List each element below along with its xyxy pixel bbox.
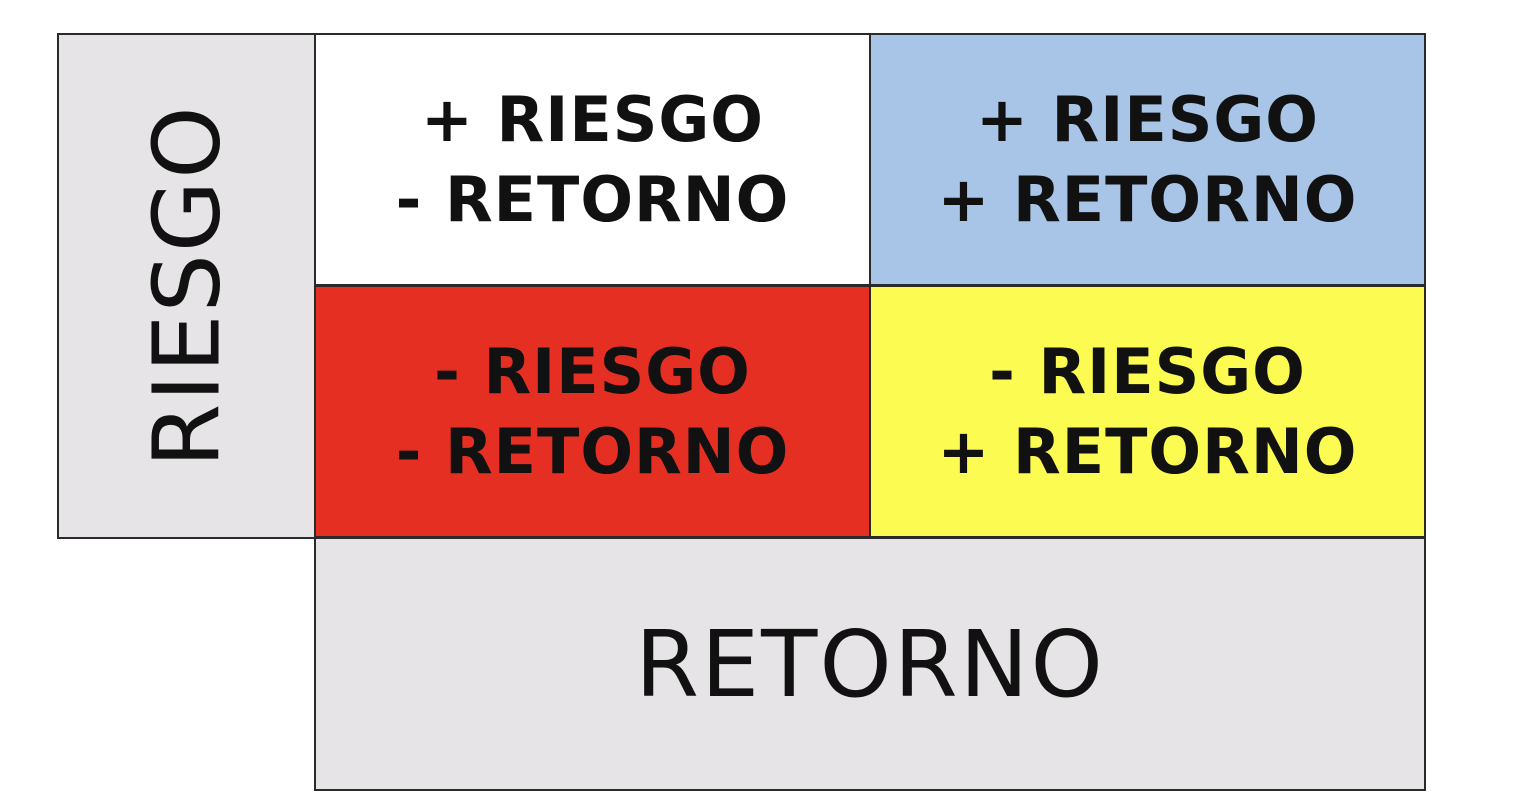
quadrant-low-risk-low-return: - RIESGO - RETORNO xyxy=(314,285,871,538)
y-axis-panel: RIESGO xyxy=(57,33,316,539)
x-axis-label: RETORNO xyxy=(635,610,1105,718)
quadrant-return-text: - RETORNO xyxy=(395,414,790,488)
quadrant-return-text: - RETORNO xyxy=(395,162,790,236)
quadrant-high-risk-high-return: + RIESGO + RETORNO xyxy=(869,33,1426,286)
quadrant-risk-text: - RIESGO xyxy=(434,334,751,408)
quadrant-risk-text: - RIESGO xyxy=(989,334,1306,408)
quadrant-risk-text: + RIESGO xyxy=(976,82,1319,156)
x-axis-panel: RETORNO xyxy=(314,537,1426,791)
quadrant-high-risk-low-return: + RIESGO - RETORNO xyxy=(314,33,871,286)
quadrant-risk-text: + RIESGO xyxy=(421,82,764,156)
quadrant-return-text: + RETORNO xyxy=(937,162,1358,236)
y-axis-label: RIESGO xyxy=(133,104,240,468)
quadrant-return-text: + RETORNO xyxy=(937,414,1358,488)
quadrant-low-risk-high-return: - RIESGO + RETORNO xyxy=(869,285,1426,538)
